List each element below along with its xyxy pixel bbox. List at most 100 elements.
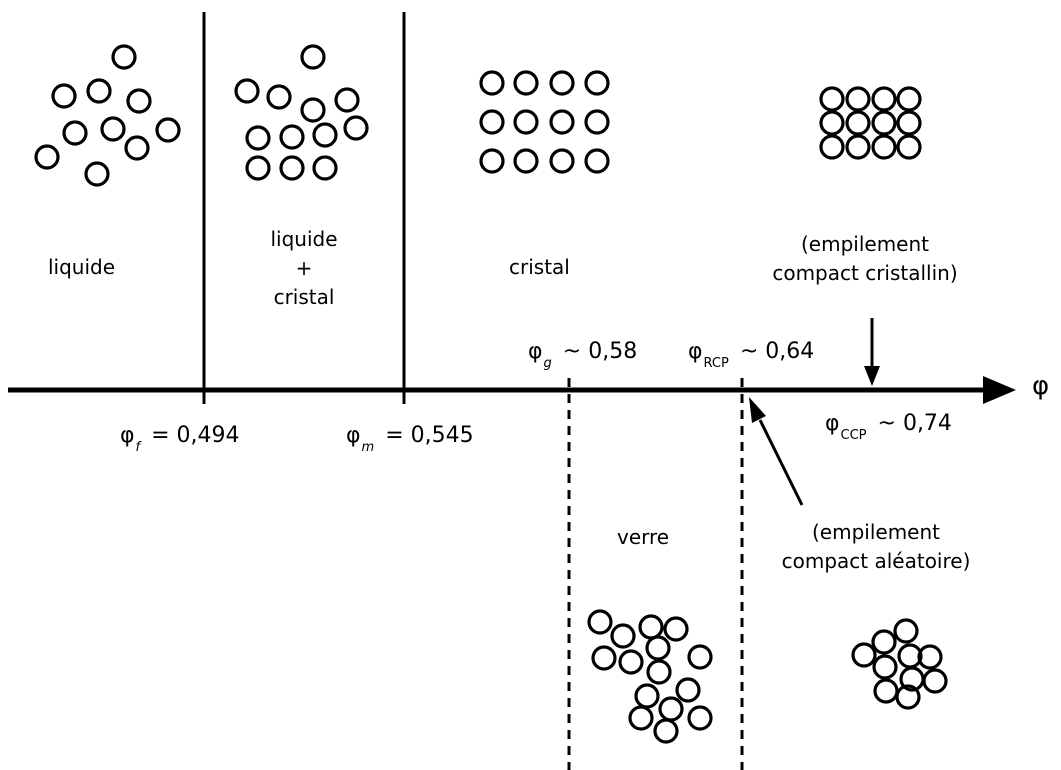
- marker-phi-m-value: = 0,545: [385, 423, 474, 448]
- marker-phi-f-value: = 0,494: [151, 423, 240, 448]
- particle-circle: [872, 654, 898, 680]
- particle-circle: [687, 644, 713, 670]
- particles-crystal: [479, 70, 610, 174]
- particle-circle: [687, 705, 713, 731]
- particle-circle: [155, 117, 181, 143]
- particle-circle: [513, 70, 539, 96]
- marker-phi-rcp-symbol: φ: [688, 339, 703, 364]
- label-liquide-cristal-line1: liquide: [270, 227, 338, 251]
- particle-circle: [334, 87, 360, 113]
- marker-phi-m-symbol: φ: [346, 423, 361, 448]
- particle-circle: [634, 683, 660, 709]
- particle-circle: [124, 135, 150, 161]
- particle-circle: [893, 618, 919, 644]
- label-liquide-cristal-line2: +: [295, 256, 313, 280]
- particle-circle: [871, 110, 897, 136]
- marker-phi-rcp-sub: RCP: [703, 356, 729, 371]
- particles-liquid-crystal: [234, 44, 369, 181]
- particle-circle: [845, 134, 871, 160]
- particle-circle: [871, 134, 897, 160]
- particle-circle: [653, 718, 679, 744]
- particle-circle: [549, 148, 575, 174]
- particle-circle: [675, 677, 701, 703]
- particle-circle: [922, 668, 948, 694]
- particle-circle: [234, 78, 260, 104]
- particle-circle: [479, 148, 505, 174]
- particles-glass: [587, 609, 713, 744]
- marker-phi-g: φg ~ 0,58: [528, 339, 638, 372]
- phi-axis-arrowhead: [983, 376, 1016, 404]
- particle-circle: [266, 84, 292, 110]
- particle-circle: [618, 649, 644, 675]
- particle-circle: [819, 134, 845, 160]
- particle-circle: [300, 44, 326, 70]
- label-ccp-line2: compact cristallin): [772, 261, 958, 285]
- rcp-arrowhead: [749, 397, 766, 423]
- particle-circle: [819, 86, 845, 112]
- particle-circle: [610, 623, 636, 649]
- particle-circle: [549, 70, 575, 96]
- marker-phi-f: φf = 0,494: [120, 423, 240, 456]
- particle-circle: [896, 134, 922, 160]
- particle-circle: [513, 109, 539, 135]
- particle-circle: [591, 645, 617, 671]
- particle-circle: [895, 684, 921, 710]
- particle-circle: [896, 110, 922, 136]
- particle-circle: [312, 155, 338, 181]
- particle-circle: [663, 616, 689, 642]
- label-rcp-line1: (empilement: [811, 520, 941, 544]
- particle-circle: [513, 148, 539, 174]
- particle-circle: [871, 629, 897, 655]
- axis-symbol-phi: φ: [1032, 371, 1050, 401]
- label-rcp: (empilement compact aléatoire): [782, 518, 971, 576]
- particle-circle: [62, 120, 88, 146]
- rcp-arrow-shaft: [758, 419, 804, 506]
- particle-circle: [584, 109, 610, 135]
- label-rcp-line2: compact aléatoire): [781, 549, 971, 573]
- label-ccp: (empilement compact cristallin): [772, 230, 957, 288]
- particle-circle: [819, 110, 845, 136]
- marker-phi-m: φm = 0,545: [346, 423, 474, 456]
- particle-circle: [479, 109, 505, 135]
- particle-circle: [279, 124, 305, 150]
- particles-liquid: [34, 44, 181, 187]
- particle-circle: [917, 644, 943, 670]
- marker-phi-m-sub: m: [361, 440, 375, 455]
- particle-circle: [628, 705, 654, 731]
- particle-circle: [871, 86, 897, 112]
- particle-circle: [645, 635, 671, 661]
- particle-circle: [845, 110, 871, 136]
- marker-phi-g-sub: g: [543, 356, 552, 371]
- label-verre: verre: [617, 525, 670, 549]
- particle-circle: [851, 642, 877, 668]
- marker-phi-ccp-value: ~ 0,74: [877, 411, 952, 436]
- label-liquide-cristal: liquide + cristal: [270, 225, 337, 312]
- particle-circle: [479, 70, 505, 96]
- marker-phi-f-symbol: φ: [120, 423, 135, 448]
- particle-circle: [111, 44, 137, 70]
- particle-circle: [84, 161, 110, 187]
- particles-ccp: [819, 86, 922, 160]
- marker-phi-ccp: φCCP ~ 0,74: [825, 411, 952, 444]
- particle-circle: [279, 155, 305, 181]
- particle-circle: [873, 678, 899, 704]
- ccp-arrowhead: [864, 366, 880, 386]
- particle-circle: [549, 109, 575, 135]
- marker-phi-ccp-sub: CCP: [840, 428, 867, 443]
- marker-phi-rcp: φRCP ~ 0,64: [688, 339, 815, 372]
- marker-phi-g-symbol: φ: [528, 339, 543, 364]
- label-liquide: liquide: [48, 255, 116, 279]
- label-liquide-cristal-line3: cristal: [273, 285, 335, 309]
- particles-rcp: [851, 618, 948, 710]
- particle-circle: [584, 70, 610, 96]
- label-ccp-line1: (empilement: [800, 232, 929, 256]
- particle-circle: [100, 116, 126, 142]
- particle-groups: [34, 44, 948, 744]
- marker-phi-g-value: ~ 0,58: [562, 339, 638, 364]
- marker-phi-rcp-value: ~ 0,64: [739, 339, 815, 364]
- marker-phi-ccp-symbol: φ: [825, 411, 840, 436]
- particle-circle: [896, 86, 922, 112]
- particle-circle: [245, 155, 271, 181]
- particle-circle: [312, 122, 338, 148]
